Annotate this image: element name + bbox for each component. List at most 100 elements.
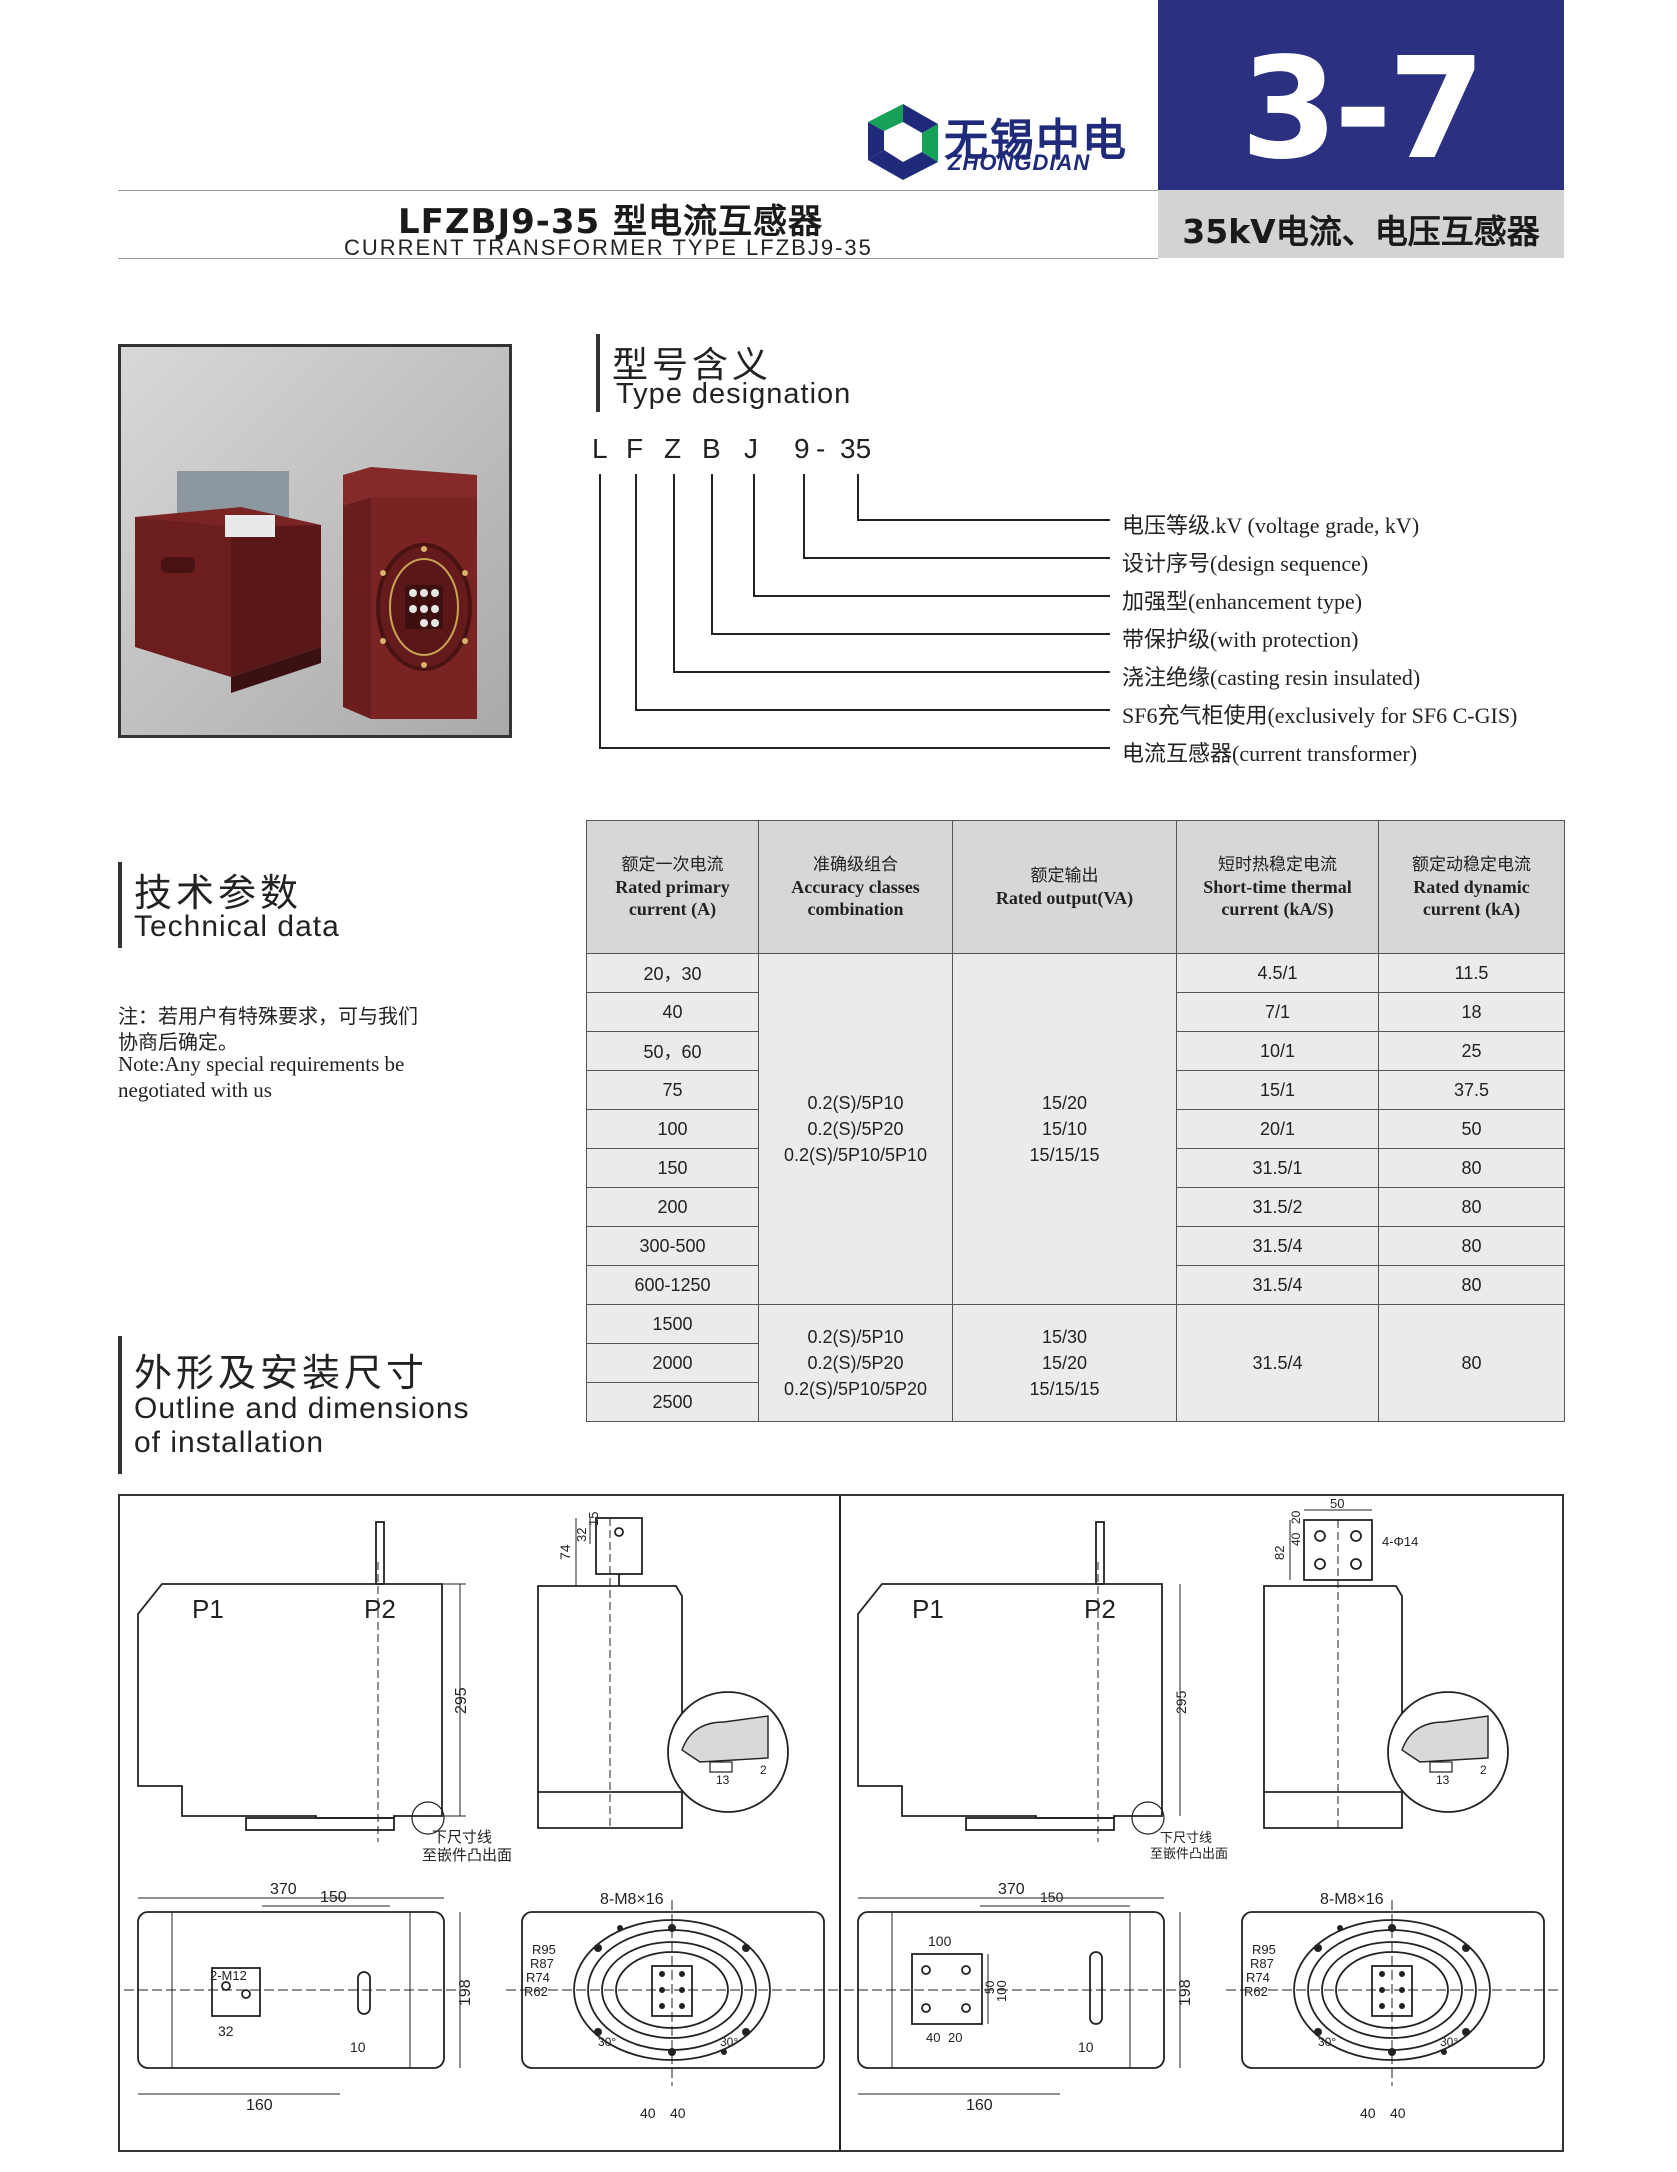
technical-data-heading-en: Technical data	[134, 910, 340, 943]
cell-dynamic-group2: 80	[1378, 1304, 1565, 1422]
left-top-view-bolts	[594, 1924, 750, 2056]
left-note-1: 下尺寸线	[432, 1829, 492, 1846]
right-dim-20b: 20	[948, 2030, 962, 2045]
category-tab	[1158, 190, 1564, 258]
right-dim-160: 160	[966, 2097, 993, 2114]
company-logo	[862, 100, 1122, 180]
outline-heading-cn: 外形及安装尺寸	[134, 1351, 429, 1395]
logo-mark-icon	[868, 104, 938, 180]
designation-desc-sequence: 设计序号(design sequence)	[1122, 551, 1369, 576]
designation-desc-voltage: 电压等级.kV (voltage grade, kV)	[1122, 513, 1420, 538]
cell-dynamic: 80	[1378, 1226, 1565, 1266]
cell-current: 100	[586, 1109, 759, 1149]
right-dim-40: 40	[1289, 1532, 1303, 1546]
note-cn-line1: 注：若用户有特殊要求，可与我们	[118, 1004, 418, 1028]
product-photo	[118, 344, 512, 738]
category-label: 35kV电流、电压互感器	[1182, 212, 1540, 251]
logo-chinese-name: 无锡中电	[944, 115, 1128, 166]
right-dim-370: 370	[998, 1881, 1025, 1898]
code-letter: B	[702, 433, 721, 464]
cell-dynamic: 18	[1378, 992, 1565, 1032]
type-designation-heading-en: Type designation	[616, 378, 852, 410]
code-letter: 35	[840, 433, 872, 464]
right-dim-20: 20	[1289, 1510, 1303, 1524]
outline-bar	[118, 1336, 122, 1474]
right-dim-40b: 40	[926, 2030, 940, 2045]
outline-drawing: P1 P2 295 下尺寸线 至嵌件凸出面 74 32 15 13 2	[118, 1494, 1564, 2152]
right-dim-40c: 40	[1360, 2105, 1376, 2121]
right-dim-50b: 50	[983, 1980, 997, 1994]
cell-current: 40	[586, 992, 759, 1032]
right-angle-1: 30°	[1318, 2035, 1336, 2049]
note-cn-line2: 协商后确定。	[118, 1030, 238, 1054]
type-designation-bar	[596, 334, 600, 412]
cell-thermal: 10/1	[1176, 1031, 1379, 1071]
left-angle-2: 30°	[720, 2035, 738, 2049]
left-note-2: 至嵌件凸出面	[422, 1847, 512, 1864]
left-height-295: 295	[453, 1687, 470, 1714]
code-letter: J	[744, 433, 758, 464]
page-title-en: CURRENT TRANSFORMER TYPE LFZBJ9-35	[344, 235, 873, 260]
left-side-view	[537, 1517, 683, 1829]
left-m12: 2-M12	[210, 1968, 247, 1983]
right-detail-bubble	[1387, 1691, 1509, 1813]
designation-desc-insulation: 浇注绝缘(casting resin insulated)	[1122, 665, 1421, 690]
page-title-cn: LFZBJ9-35 型电流互感器	[398, 202, 824, 242]
left-dim-198: 198	[457, 1979, 474, 2006]
right-r74: R74	[1246, 1970, 1270, 1985]
note-en-line2: negotiated with us	[118, 1078, 272, 1102]
cell-current: 75	[586, 1070, 759, 1110]
right-r62: R62	[1244, 1984, 1268, 1999]
left-dim-74: 74	[557, 1544, 573, 1560]
right-dim-150: 150	[1040, 1889, 1064, 1905]
note-en-line1: Note:Any special requirements be	[118, 1052, 405, 1076]
left-dim-10: 10	[350, 2039, 366, 2055]
right-holes: 4-Φ14	[1382, 1534, 1418, 1549]
left-dim-370: 370	[270, 1881, 297, 1898]
right-detail-2: 2	[1480, 1763, 1487, 1777]
type-code-leader-lines	[599, 474, 1110, 749]
code-letter: 9	[794, 433, 810, 464]
cell-dynamic: 50	[1378, 1109, 1565, 1149]
right-m8: 8-M8×16	[1320, 1891, 1384, 1908]
right-height-295: 295	[1173, 1690, 1189, 1714]
outline-heading-en-2: of installation	[134, 1426, 325, 1459]
right-r87: R87	[1250, 1956, 1274, 1971]
cell-thermal: 31.5/4	[1176, 1226, 1379, 1266]
code-letter: Z	[664, 433, 682, 464]
code-letter: -	[816, 433, 826, 464]
left-r62: R62	[524, 1984, 548, 1999]
cell-thermal-group2: 31.5/4	[1176, 1304, 1379, 1422]
left-front-view	[137, 1521, 466, 1842]
page-number-tab	[1158, 0, 1564, 190]
designation-desc-enhancement: 加强型(enhancement type)	[1122, 589, 1363, 614]
outline-heading-en-1: Outline and dimensions	[134, 1392, 470, 1425]
left-dim-40b: 40	[670, 2105, 686, 2121]
cell-dynamic: 80	[1378, 1265, 1565, 1305]
right-detail-13: 13	[1436, 1773, 1450, 1787]
cell-current: 200	[586, 1187, 759, 1227]
right-dim-100b: 100	[994, 1980, 1009, 2002]
right-note-2: 至嵌件凸出面	[1150, 1846, 1228, 1861]
designation-desc-sf6: SF6充气柜使用(exclusively for SF6 C-GIS)	[1122, 703, 1518, 728]
cell-current: 300-500	[586, 1226, 759, 1266]
left-dim-160: 160	[246, 2097, 273, 2114]
right-angle-2: 30°	[1440, 2035, 1458, 2049]
right-note-1: 下尺寸线	[1160, 1830, 1212, 1845]
page-number: 3-7	[1240, 28, 1486, 191]
cell-current: 150	[586, 1148, 759, 1188]
outline-drawing-svg: P1 P2 295 下尺寸线 至嵌件凸出面 74 32 15 13 2	[124, 1496, 1558, 2150]
left-r87: R87	[530, 1956, 554, 1971]
cell-thermal: 15/1	[1176, 1070, 1379, 1110]
table-row: 2000	[586, 1343, 1565, 1383]
